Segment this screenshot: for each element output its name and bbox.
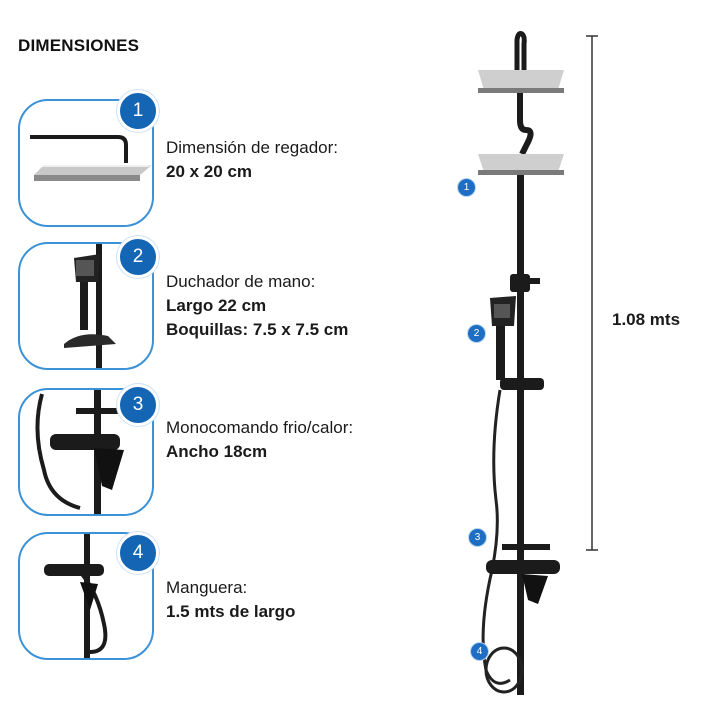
- item-4-line2-bold: 1.5 mts de largo: [166, 602, 296, 621]
- item-3-line1: Monocomando frio/calor:: [166, 418, 354, 437]
- shower-head-image: [30, 135, 152, 181]
- page-title: DIMENSIONES: [18, 36, 140, 55]
- item-1-line2-bold: 20 x 20 cm: [166, 162, 253, 181]
- hose-image: [44, 534, 108, 658]
- item-1-description: Dimensión de regador: 20 x 20 cm: [166, 136, 338, 184]
- product-marker-4: 4: [470, 642, 489, 661]
- item-4-line1: Manguera:: [166, 578, 248, 597]
- height-dimension-line: [586, 35, 598, 551]
- hand-shower-image: [64, 244, 116, 368]
- total-height-label: 1.08 mts: [612, 310, 681, 329]
- badge-4: 4: [117, 532, 159, 574]
- item-2-line1: Duchador de mano:: [166, 272, 316, 291]
- item-4-description: Manguera: 1.5 mts de largo: [166, 576, 295, 624]
- product-marker-1: 1: [457, 178, 476, 197]
- item-2-description: Duchador de mano: Largo 22 cm Boquillas:…: [166, 270, 348, 342]
- item-2-line3-rest: 7.5 x 7.5 cm: [248, 320, 349, 339]
- item-3-line2-rest: 18cm: [218, 442, 268, 461]
- shower-column-image: [478, 31, 564, 695]
- item-2-line3-bold: Boquillas:: [166, 320, 249, 339]
- product-marker-3: 3: [468, 528, 487, 547]
- badge-1: 1: [117, 90, 159, 132]
- item-1-line1: Dimensión de regador:: [166, 138, 338, 157]
- item-3-line2-bold: Ancho: [166, 442, 219, 461]
- mixer-image: [35, 390, 124, 514]
- item-3-description: Monocomando frio/calor: Ancho 18cm: [166, 416, 353, 464]
- badge-2: 2: [117, 236, 159, 278]
- badge-3: 3: [117, 384, 159, 426]
- item-2-line2-bold: Largo 22 cm: [166, 296, 267, 315]
- product-marker-2: 2: [467, 324, 486, 343]
